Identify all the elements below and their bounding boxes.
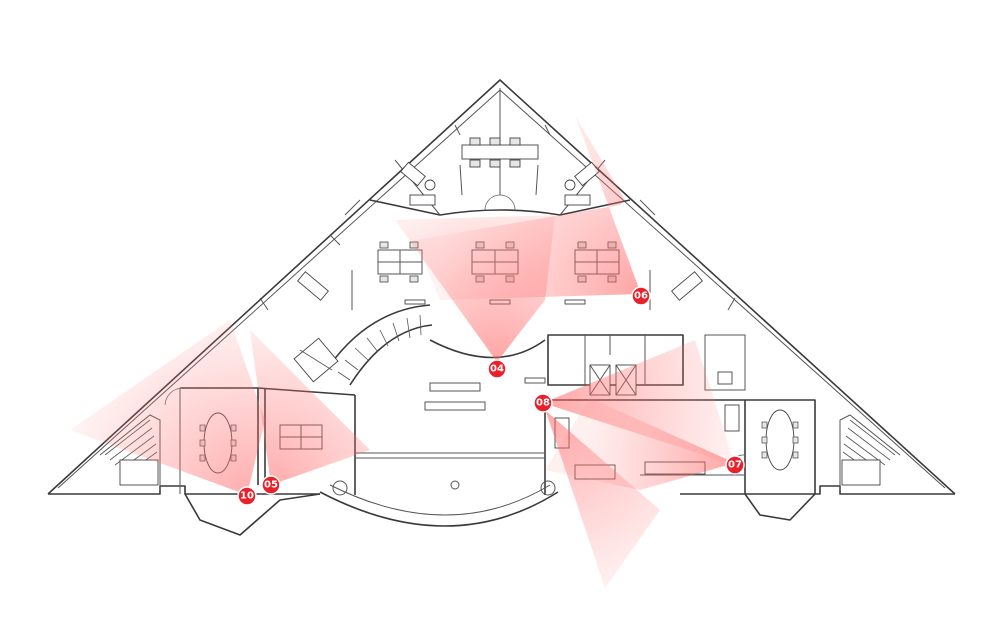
camera-marker-05[interactable]: 05 xyxy=(261,475,281,495)
camera-cones xyxy=(70,115,735,588)
marker-dot-05 xyxy=(261,475,281,495)
stairs xyxy=(104,314,896,486)
cone-10 xyxy=(70,320,265,495)
cone-06 xyxy=(415,115,641,300)
marker-dot-07 xyxy=(725,455,745,475)
marker-label-07: 07 xyxy=(728,460,742,471)
cone-08b xyxy=(543,340,735,465)
marker-dot-08 xyxy=(533,393,553,413)
camera-marker-04[interactable]: 04 xyxy=(487,359,507,379)
marker-label-08: 08 xyxy=(536,398,550,409)
marker-dot-10 xyxy=(237,486,257,506)
cone-07 xyxy=(545,398,735,490)
camera-markers: 04 05 06 07 08 10 xyxy=(237,286,745,506)
marker-label-04: 04 xyxy=(490,364,504,375)
marker-dot-06 xyxy=(631,286,651,306)
marker-label-06: 06 xyxy=(634,291,648,302)
camera-marker-08[interactable]: 08 xyxy=(533,393,553,413)
marker-dot-04 xyxy=(487,359,507,379)
marker-label-05: 05 xyxy=(264,480,278,491)
marker-label-10: 10 xyxy=(240,491,254,502)
camera-marker-06[interactable]: 06 xyxy=(631,286,651,306)
camera-marker-10[interactable]: 10 xyxy=(237,486,257,506)
cone-05 xyxy=(250,330,370,485)
camera-marker-07[interactable]: 07 xyxy=(725,455,745,475)
